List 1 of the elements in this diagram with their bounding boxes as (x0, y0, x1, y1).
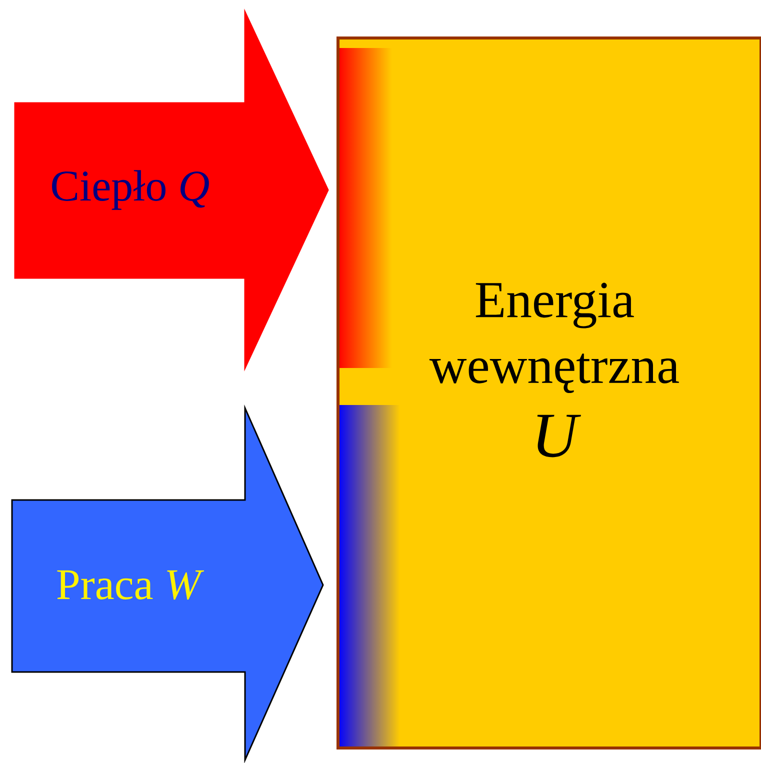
energy-box: Energia wewnętrzna U (336, 36, 761, 750)
